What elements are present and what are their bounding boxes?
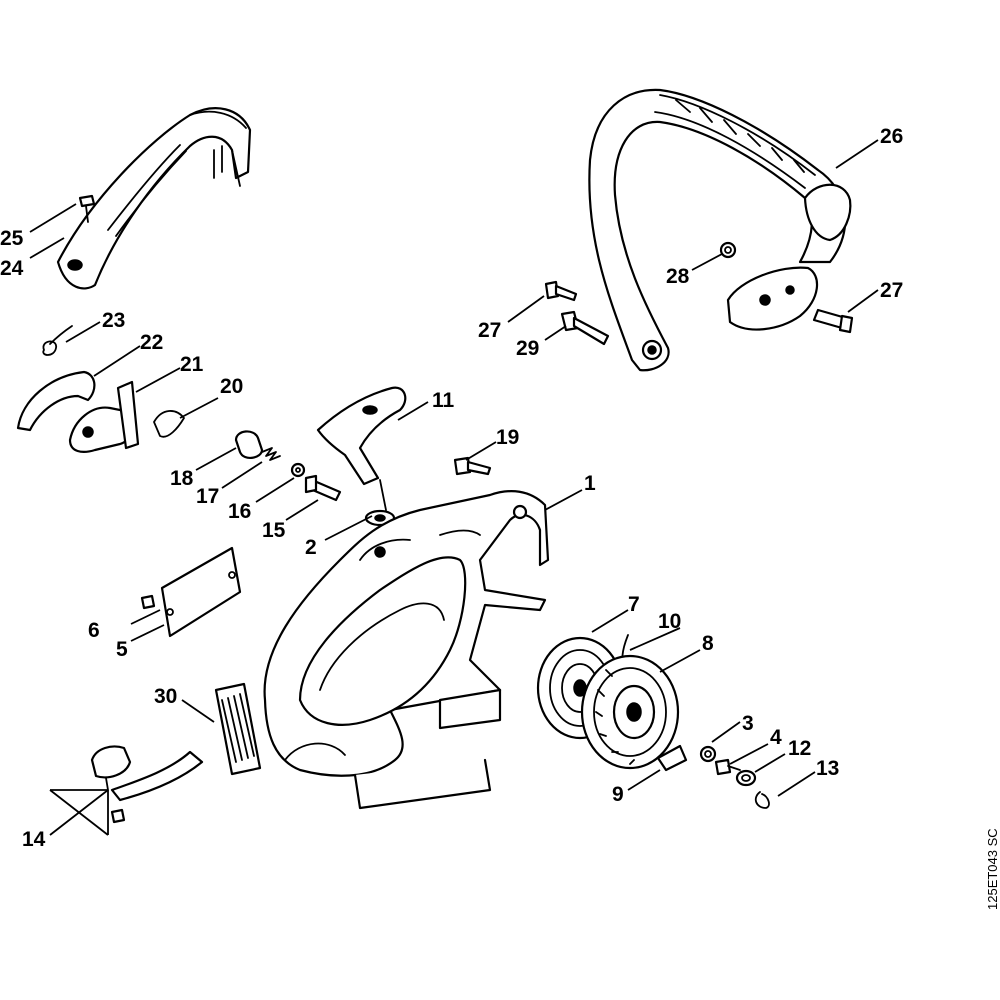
callout-6: 6	[88, 619, 100, 642]
callout-4: 4	[770, 726, 782, 749]
callout-10: 10	[658, 610, 681, 633]
callout-21: 21	[180, 353, 204, 376]
part-25-screw	[78, 194, 96, 223]
part-11-starter-grip	[316, 386, 407, 511]
part-1-housing	[263, 490, 550, 810]
callout-26: 26	[880, 125, 903, 148]
callout-27-left: 27	[478, 319, 501, 342]
part-20-clip	[153, 410, 185, 438]
leader-lines	[29, 139, 879, 836]
part-29-bolt	[560, 310, 610, 346]
part-13-spring-clip	[754, 791, 770, 809]
callout-12: 12	[788, 737, 811, 760]
part-3-washer	[699, 745, 717, 763]
part-23-spring	[42, 325, 73, 356]
part-9-pawl	[656, 744, 688, 772]
callout-19: 19	[496, 426, 519, 449]
part-17-spring	[261, 447, 281, 461]
callout-28: 28	[666, 265, 690, 288]
callout-22: 22	[140, 331, 163, 354]
callout-17: 17	[196, 485, 219, 508]
callout-2: 2	[305, 536, 317, 559]
callout-23: 23	[102, 309, 125, 332]
callout-16: 16	[228, 500, 251, 523]
part-14-choke-lever	[90, 745, 204, 824]
part-5-cover-plate	[160, 546, 242, 638]
part-19-bolt	[453, 456, 492, 476]
callout-18: 18	[170, 467, 194, 490]
callout-8: 8	[702, 632, 714, 655]
callout-25: 25	[0, 227, 24, 250]
callout-1: 1	[584, 472, 596, 495]
diagram-code: 125ET043 SC	[985, 828, 1000, 910]
callout-11: 11	[432, 389, 455, 412]
callout-7: 7	[628, 593, 640, 616]
part-15-bolt	[304, 474, 342, 502]
callout-20: 20	[220, 375, 243, 398]
part-28-nut	[719, 241, 737, 259]
part-30-grille	[214, 682, 262, 776]
callout-14: 14	[22, 828, 46, 851]
part-8-rope-rotor	[580, 654, 680, 770]
part-18-sleeve	[234, 430, 264, 459]
part-27-bolt-right	[812, 308, 854, 334]
callout-13: 13	[816, 757, 839, 780]
callout-29: 29	[516, 337, 539, 360]
part-12-washer	[735, 769, 757, 787]
part-16-washer	[290, 462, 306, 478]
part-27-bolt-left	[544, 280, 578, 302]
callout-3: 3	[742, 712, 754, 735]
part-26-front-handle	[588, 88, 852, 372]
callout-9: 9	[612, 783, 624, 806]
callout-30: 30	[154, 685, 177, 708]
part-21-lever	[68, 380, 140, 453]
callout-24: 24	[0, 257, 24, 280]
part-22-trigger	[16, 370, 96, 432]
callout-5: 5	[116, 638, 128, 661]
part-24-handle	[56, 107, 252, 290]
callout-27-right: 27	[880, 279, 903, 302]
callout-15: 15	[262, 519, 286, 542]
part-6-screw	[140, 594, 156, 610]
part-4-screw	[714, 758, 741, 776]
callout-labels: 1 2 3 4 5 6 7 8 9 10 11 12 13 14 15 16 1…	[0, 125, 903, 851]
